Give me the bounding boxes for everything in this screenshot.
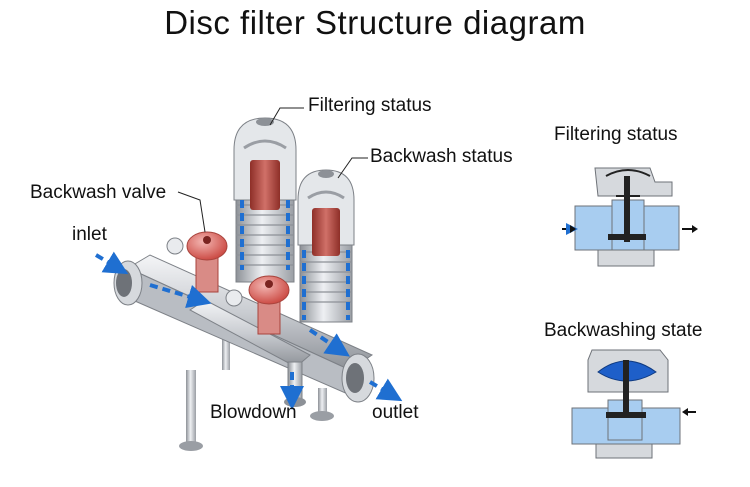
leader-lines — [177, 107, 368, 233]
side-title-backwashing: Backwashing state — [544, 320, 703, 341]
label-inlet: inlet — [72, 224, 107, 245]
filter-unit-backwash — [297, 169, 355, 323]
support-legs — [179, 330, 334, 451]
label-outlet: outlet — [372, 402, 419, 423]
backwashing-state-diagram — [571, 349, 696, 459]
label-blowdown: Blowdown — [210, 402, 297, 423]
backwash-valve-icon — [166, 231, 228, 293]
backwash-valve-icon — [225, 275, 290, 335]
label-backwash-valve: Backwash valve — [30, 182, 167, 203]
page-title: Disc filter Structure diagram — [164, 4, 586, 41]
filter-unit-filtering — [233, 117, 297, 283]
flow-arrows — [94, 200, 403, 410]
side-title-filtering: Filtering status — [554, 124, 678, 145]
label-filtering-status: Filtering status — [308, 95, 432, 116]
filtering-status-diagram — [562, 167, 698, 267]
label-backwash-status: Backwash status — [370, 146, 513, 167]
